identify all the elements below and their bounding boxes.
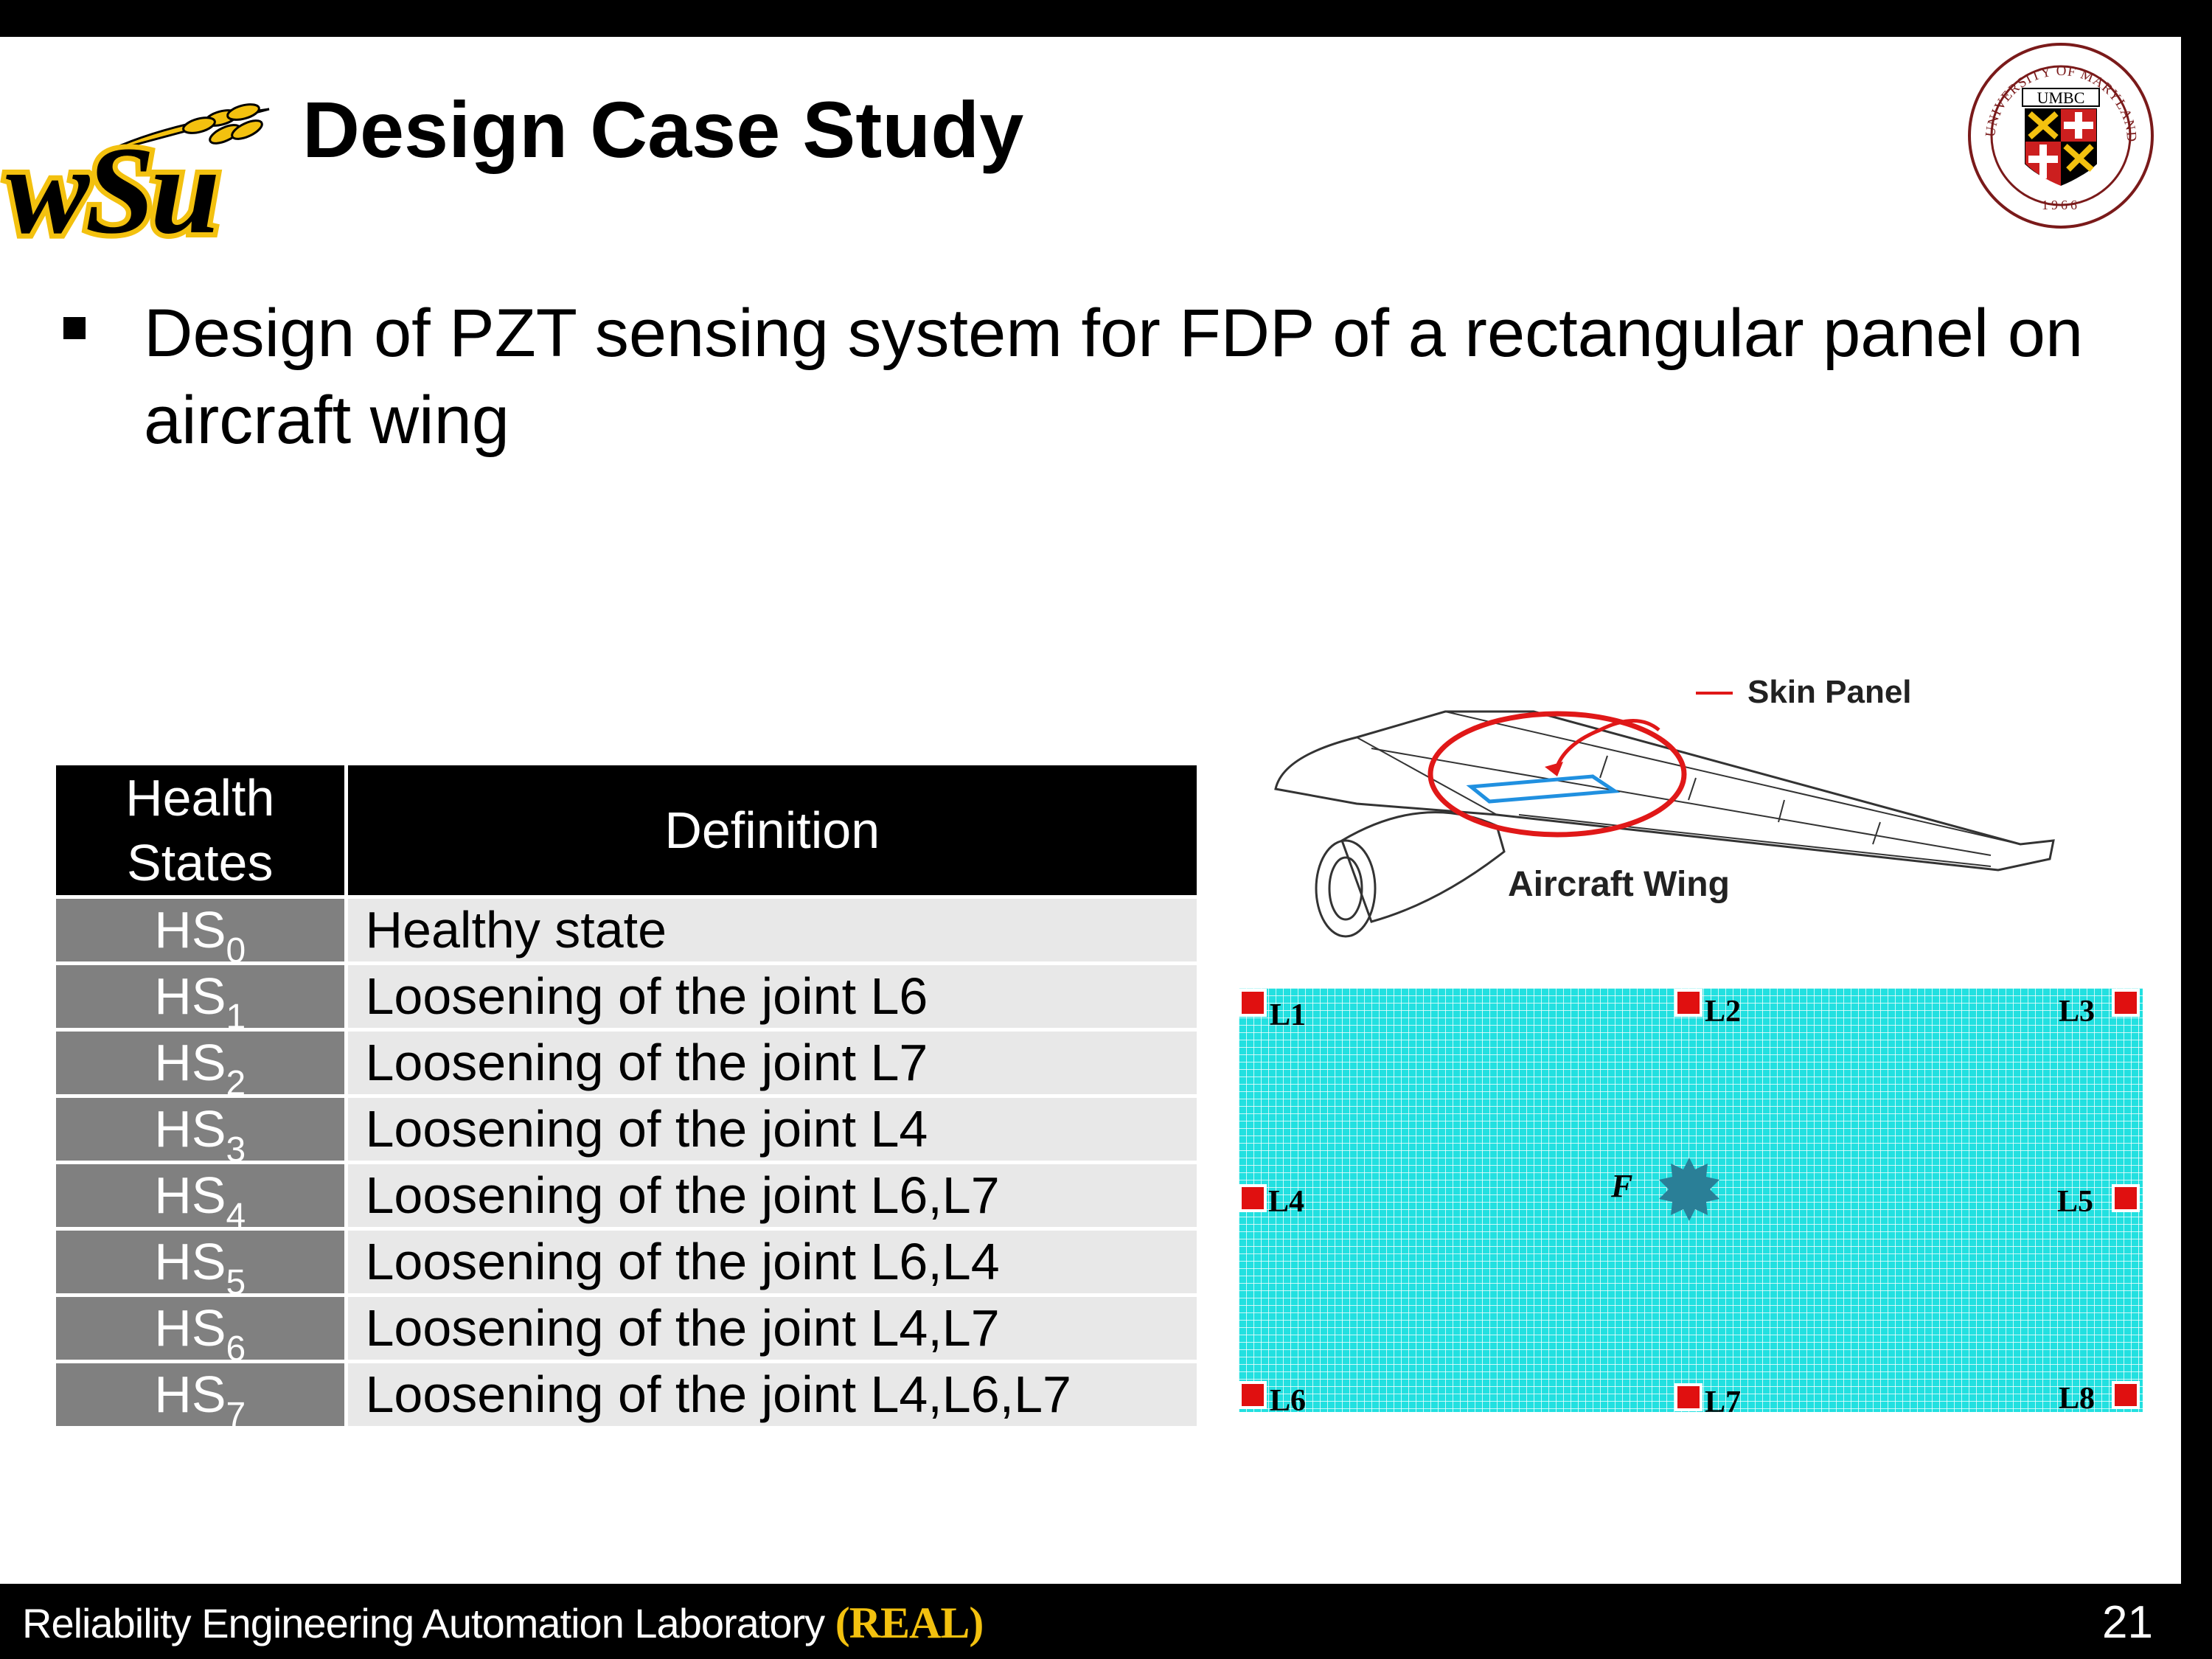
bullet-marker	[63, 317, 86, 339]
header-health-states: Health States	[56, 765, 348, 899]
definition-cell: Healthy state	[344, 895, 1197, 965]
joint-marker-l1	[1239, 989, 1267, 1017]
state-subscript: 6	[226, 1329, 246, 1362]
wsu-logo: wSu	[0, 50, 273, 258]
table-row: HS0 Healthy state	[56, 895, 1197, 965]
state-subscript: 4	[226, 1197, 246, 1229]
joint-label-l7: L7	[1705, 1385, 1741, 1416]
health-state-cell: HS6	[56, 1293, 348, 1363]
lab-abbr: (REAL)	[835, 1599, 984, 1647]
state-subscript: 2	[226, 1064, 246, 1096]
health-state-cell: HS7	[56, 1360, 348, 1430]
definition-cell: Loosening of the joint L6,L7	[344, 1161, 1197, 1231]
table-row: HS6 Loosening of the joint L4,L7	[56, 1293, 1197, 1363]
state-subscript: 7	[226, 1396, 246, 1428]
umbc-year: 1966	[2042, 198, 2080, 212]
definition-cell: Loosening of the joint L4,L6,L7	[344, 1360, 1197, 1430]
health-state-cell: HS1	[56, 961, 348, 1032]
panel-sensor-diagram: L1 L2 L3 L4 L5 L6 L7 L8 F	[1239, 988, 2143, 1416]
bullet-text: Design of PZT sensing system for FDP of …	[144, 296, 2084, 458]
joint-marker-l3	[2112, 989, 2140, 1017]
definition-cell: Loosening of the joint L6	[344, 961, 1197, 1032]
aircraft-wing-figure: Skin Panel Aircraft Wing	[1274, 674, 2055, 938]
health-state-cell: HS2	[56, 1028, 348, 1098]
lab-name: Reliability Engineering Automation Labor…	[22, 1600, 825, 1646]
state-subscript: 1	[226, 998, 246, 1030]
health-state-cell: HS5	[56, 1227, 348, 1297]
wheat-icon	[102, 103, 270, 155]
definition-cell: Loosening of the joint L7	[344, 1028, 1197, 1098]
umbc-seal: UNIVERSITY OF MARYLAND BALTIMORE COUNTY …	[1965, 38, 2154, 229]
health-state-cell: HS4	[56, 1161, 348, 1231]
table-header-row: Health States Definition	[56, 765, 1197, 899]
table-row: HS5 Loosening of the joint L6,L4	[56, 1227, 1197, 1297]
table-row: HS3 Loosening of the joint L4	[56, 1094, 1197, 1164]
slide-number: 21	[2102, 1597, 2153, 1648]
page-title: Design Case Study	[302, 85, 1024, 174]
highlight-circle	[1427, 711, 1687, 838]
wsu-logo-text: wSu	[1, 121, 226, 260]
joint-marker-l8	[2112, 1381, 2140, 1409]
umbc-abbr: UMBC	[2037, 88, 2085, 107]
footer-lab-name: Reliability Engineering Automation Labor…	[22, 1597, 984, 1649]
table-row: HS4 Loosening of the joint L6,L7	[56, 1161, 1197, 1231]
joint-label-l8: L8	[2059, 1382, 2095, 1416]
definition-cell: Loosening of the joint L4,L7	[344, 1293, 1197, 1363]
health-states-table: Health States Definition HS0 Healthy sta…	[56, 765, 1197, 1430]
joint-label-l4: L4	[1268, 1185, 1304, 1219]
joint-label-l5: L5	[2057, 1185, 2093, 1219]
table-row: HS1 Loosening of the joint L6	[56, 961, 1197, 1032]
definition-cell: Loosening of the joint L4	[344, 1094, 1197, 1164]
top-bar	[0, 0, 2183, 37]
joint-marker-l6	[1239, 1381, 1267, 1409]
header-definition: Definition	[346, 765, 1197, 899]
state-subscript: 0	[226, 931, 246, 964]
joint-marker-l5	[2112, 1184, 2140, 1212]
table-row: HS2 Loosening of the joint L7	[56, 1028, 1197, 1098]
joint-marker-l7	[1674, 1383, 1703, 1411]
maryland-flag-shield	[2025, 108, 2097, 186]
footer-bar	[0, 1584, 2212, 1659]
state-subscript: 5	[226, 1263, 246, 1295]
definition-cell: Loosening of the joint L6,L4	[344, 1227, 1197, 1297]
table-row: HS7 Loosening of the joint L4,L6,L7	[56, 1360, 1197, 1430]
joint-label-l3: L3	[2059, 995, 2095, 1029]
aircraft-wing-label: Aircraft Wing	[1508, 865, 1730, 904]
joint-label-l2: L2	[1705, 995, 1741, 1029]
health-state-cell: HS3	[56, 1094, 348, 1164]
fault-burst-icon	[1659, 1158, 1719, 1221]
right-bar	[2181, 0, 2212, 1659]
pointer-arrow-icon	[1554, 719, 1660, 771]
skin-panel-outline	[1466, 774, 1621, 804]
health-state-cell: HS0	[56, 895, 348, 965]
joint-label-l6: L6	[1270, 1384, 1306, 1416]
skin-panel-label: Skin Panel	[1747, 674, 1912, 710]
wing-outline	[1274, 710, 2055, 938]
joint-label-l1: L1	[1270, 998, 1306, 1032]
state-subscript: 3	[226, 1130, 246, 1163]
joint-marker-l4	[1239, 1184, 1267, 1212]
joint-marker-l2	[1674, 989, 1703, 1017]
fault-label: F	[1610, 1168, 1632, 1204]
